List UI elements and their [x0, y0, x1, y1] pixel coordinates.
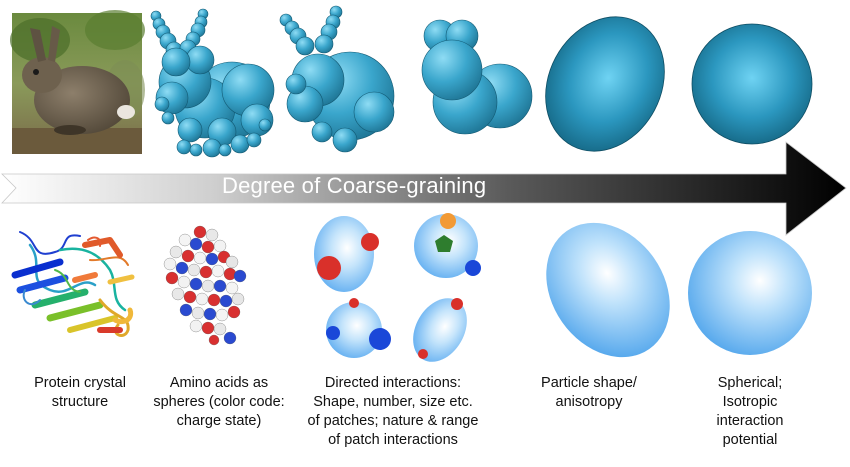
sphere-top [691, 23, 813, 145]
arrow-label: Degree of Coarse-graining [222, 173, 487, 198]
caption-line: interaction [716, 413, 784, 429]
caption-amino-acids: Amino acids as spheres (color code: char… [148, 374, 290, 431]
bunny-medium-spheres [279, 5, 395, 153]
caption-line: Spherical; [717, 375, 783, 391]
caption-line: Directed interactions: [324, 375, 462, 391]
caption-line: structure [51, 394, 109, 410]
bunny-few-spheres [421, 19, 533, 135]
coarse-graining-arrow [1, 141, 847, 236]
amino-acid-sphere-cluster [163, 225, 247, 346]
caption-line: Amino acids as [169, 375, 269, 391]
caption-line: anisotropy [555, 394, 623, 410]
patchy-particle-4 [413, 298, 467, 362]
caption-line: Isotropic [722, 394, 778, 410]
caption-spherical: Spherical; Isotropic interaction potenti… [690, 374, 810, 450]
caption-line: Particle shape/ [541, 375, 637, 391]
caption-directed-interactions: Directed interactions: Shape, number, si… [298, 374, 488, 450]
caption-line: spheres (color code: [153, 394, 285, 410]
ellipsoid-top [545, 16, 665, 152]
protein-ribbon-structure [11, 231, 135, 337]
caption-line: Shape, number, size etc. [313, 394, 473, 410]
patchy-particle-2 [414, 213, 481, 278]
caption-line: charge state) [176, 413, 262, 429]
caption-protein: Protein crystal structure [18, 374, 142, 412]
caption-particle-shape: Particle shape/ anisotropy [524, 374, 654, 412]
rabbit-photo [10, 10, 145, 154]
caption-line: of patch interactions [328, 432, 458, 448]
ellipsoid-bottom [546, 222, 670, 358]
patchy-particle-3 [326, 298, 391, 358]
caption-line: of patches; nature & range [307, 413, 479, 429]
sphere-bottom [688, 231, 812, 355]
bunny-many-spheres [150, 8, 275, 158]
patchy-particle-1 [314, 216, 379, 292]
caption-line: Protein crystal [34, 375, 126, 391]
caption-line: potential [722, 432, 778, 448]
